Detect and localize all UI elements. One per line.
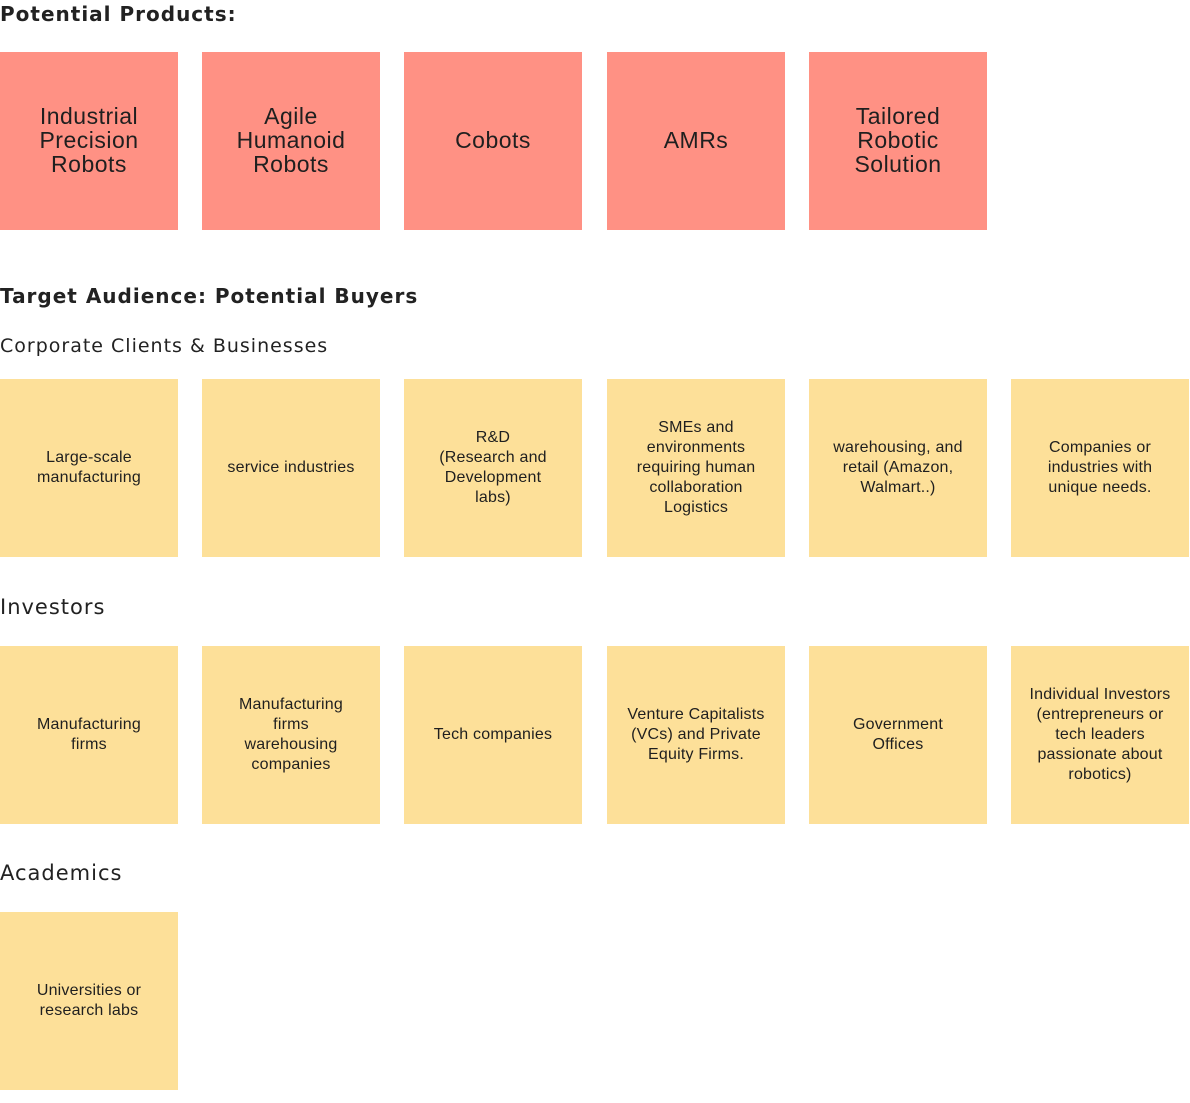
products-row: Industrial Precision Robots Agile Humano… bbox=[0, 52, 990, 230]
investor-note-vcs-private-equity[interactable]: Venture Capitalists (VCs) and Private Eq… bbox=[607, 646, 785, 824]
corporate-row: Large-scale manufacturing service indust… bbox=[0, 379, 1190, 557]
corporate-note-smes-logistics[interactable]: SMEs and environments requiring human co… bbox=[607, 379, 785, 557]
product-note-agile-humanoid-robots[interactable]: Agile Humanoid Robots bbox=[202, 52, 380, 230]
corporate-note-rnd-labs[interactable]: R&D (Research and Development labs) bbox=[404, 379, 582, 557]
corporate-note-unique-needs[interactable]: Companies or industries with unique need… bbox=[1011, 379, 1189, 557]
investor-note-warehousing-companies[interactable]: Manufacturing firms warehousing companie… bbox=[202, 646, 380, 824]
investor-note-manufacturing-firms[interactable]: Manufacturing firms bbox=[0, 646, 178, 824]
target-audience-heading: Target Audience: Potential Buyers bbox=[0, 284, 419, 308]
investor-note-government-offices[interactable]: Government Offices bbox=[809, 646, 987, 824]
product-note-industrial-precision-robots[interactable]: Industrial Precision Robots bbox=[0, 52, 178, 230]
academics-heading: Academics bbox=[0, 861, 123, 885]
product-note-tailored-robotic-solution[interactable]: Tailored Robotic Solution bbox=[809, 52, 987, 230]
corporate-note-large-scale-manufacturing[interactable]: Large-scale manufacturing bbox=[0, 379, 178, 557]
products-heading: Potential Products: bbox=[0, 2, 237, 26]
investor-note-tech-companies[interactable]: Tech companies bbox=[404, 646, 582, 824]
product-note-cobots[interactable]: Cobots bbox=[404, 52, 582, 230]
investors-row: Manufacturing firms Manufacturing firms … bbox=[0, 646, 1190, 824]
investors-heading: Investors bbox=[0, 595, 106, 619]
academics-note-universities[interactable]: Universities or research labs bbox=[0, 912, 178, 1090]
corporate-note-service-industries[interactable]: service industries bbox=[202, 379, 380, 557]
academics-row: Universities or research labs bbox=[0, 912, 180, 1090]
product-note-amrs[interactable]: AMRs bbox=[607, 52, 785, 230]
corporate-heading: Corporate Clients & Businesses bbox=[0, 335, 329, 357]
corporate-note-warehousing-retail[interactable]: warehousing, and retail (Amazon, Walmart… bbox=[809, 379, 987, 557]
investor-note-individual-investors[interactable]: Individual Investors (entrepreneurs or t… bbox=[1011, 646, 1189, 824]
